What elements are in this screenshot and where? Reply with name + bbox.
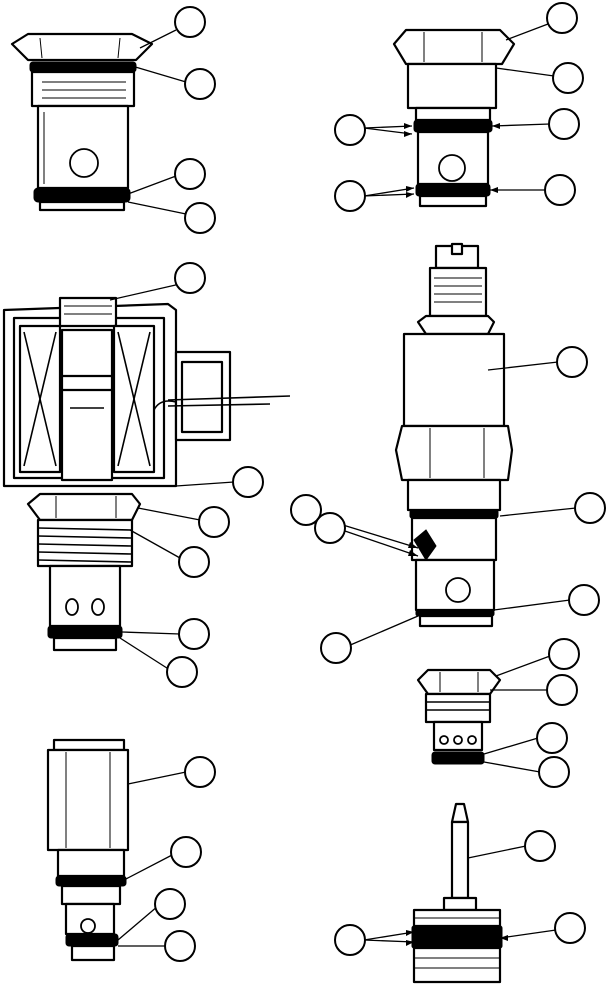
callout-bubble: [320, 632, 352, 664]
callout-bubble: [568, 584, 600, 616]
callout-bubble: [546, 2, 578, 34]
small-cartridge: [416, 668, 502, 765]
callout-bubble: [574, 492, 606, 524]
callout-bubble: [198, 506, 230, 538]
cartridge-a: [10, 32, 154, 212]
callout-bubble: [232, 466, 264, 498]
callout-bubble: [552, 62, 584, 94]
hex-cartridge: [46, 738, 130, 962]
callout-bubble: [334, 114, 366, 146]
callout-bubble: [154, 888, 186, 920]
callout-bubble: [166, 656, 198, 688]
callout-bubble: [174, 158, 206, 190]
callout-bubble: [546, 674, 578, 706]
callout-bubble: [334, 924, 366, 956]
callout-bubble: [170, 836, 202, 868]
port-hole: [438, 154, 466, 182]
callout-bubble: [334, 180, 366, 212]
callout-bubble: [536, 722, 568, 754]
callout-bubble: [524, 830, 556, 862]
callout-bubble: [290, 494, 322, 526]
callout-bubble: [184, 68, 216, 100]
callout-bubble: [178, 618, 210, 650]
solenoid-valve: [2, 296, 291, 652]
port-hole: [69, 148, 99, 178]
callout-bubble: [174, 6, 206, 38]
callout-bubble: [184, 202, 216, 234]
callout-bubble: [544, 174, 576, 206]
callout-bubble: [178, 546, 210, 578]
callout-bubble: [184, 756, 216, 788]
port-hole: [80, 918, 96, 934]
callout-bubble: [556, 346, 588, 378]
callout-bubble: [548, 108, 580, 140]
callout-bubble: [554, 912, 586, 944]
cavity-plug-tool: [411, 802, 503, 984]
callout-bubble: [538, 756, 570, 788]
adjustable-valve: [394, 242, 514, 628]
callout-bubble: [314, 512, 346, 544]
callout-bubble: [174, 262, 206, 294]
callout-bubble: [164, 930, 196, 962]
port-hole: [445, 577, 471, 603]
callout-bubble: [548, 638, 580, 670]
cartridge-b: [392, 28, 516, 208]
callout-layer: [109, 2, 606, 962]
